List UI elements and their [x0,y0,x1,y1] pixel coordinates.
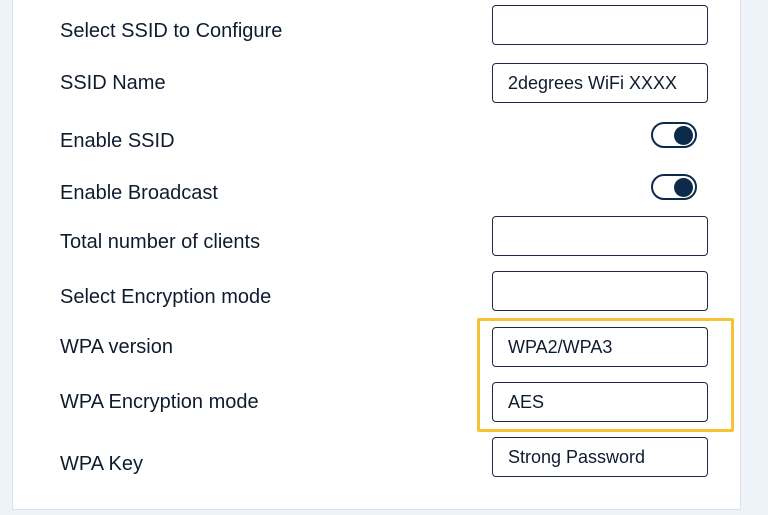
encryption-mode-field[interactable] [492,271,708,311]
encryption-mode-label: Select Encryption mode [60,286,272,308]
ssid-name-label: SSID Name [60,72,166,94]
wpa-key-field[interactable] [492,437,708,477]
toggle-knob [674,126,693,145]
total-clients-label: Total number of clients [60,231,261,253]
enable-broadcast-label: Enable Broadcast [60,182,218,204]
select-ssid-label: Select SSID to Configure [60,20,283,42]
wpa-encryption-mode-label: WPA Encryption mode [60,391,259,413]
enable-broadcast-toggle[interactable] [651,174,697,200]
wpa-settings-highlight [477,318,734,432]
toggle-knob [674,178,693,197]
wpa-version-field[interactable] [492,327,708,367]
total-clients-field[interactable] [492,216,708,256]
enable-ssid-label: Enable SSID [60,130,175,152]
ssid-name-field[interactable] [492,63,708,103]
wpa-key-label: WPA Key [60,453,143,475]
enable-ssid-toggle[interactable] [651,122,697,148]
select-ssid-field[interactable] [492,5,708,45]
wpa-version-label: WPA version [60,336,173,358]
wpa-encryption-mode-field[interactable] [492,382,708,422]
